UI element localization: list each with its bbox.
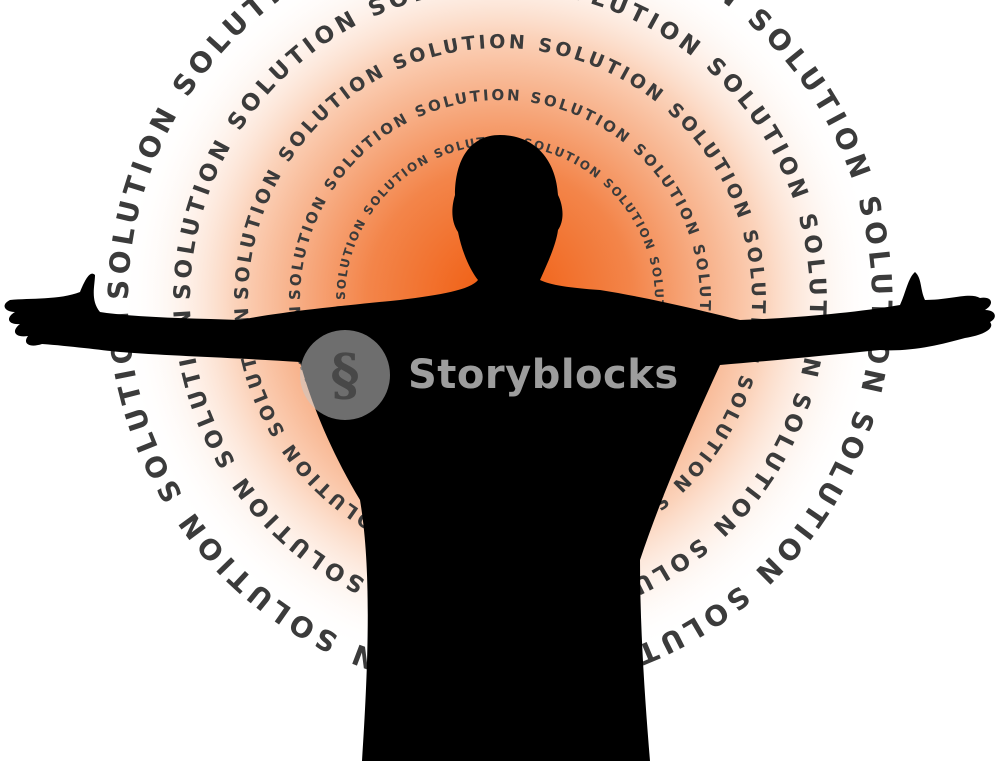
person-silhouette-icon	[4, 135, 995, 761]
